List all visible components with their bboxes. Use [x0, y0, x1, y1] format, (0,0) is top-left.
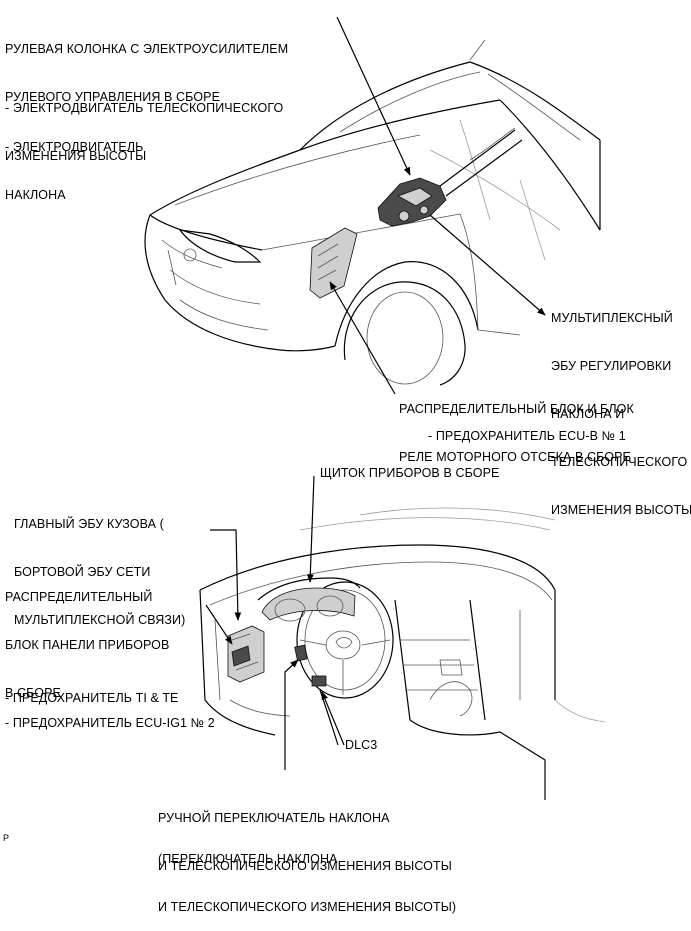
dlc3-part — [311, 675, 327, 687]
label-line: НАКЛОНА И — [551, 407, 625, 421]
label-line: РУЧНОЙ ПЕРЕКЛЮЧАТЕЛЬ НАКЛОНА — [158, 811, 390, 825]
manual-switch-part — [294, 644, 308, 662]
label-line: В СБОРЕ — [5, 686, 61, 700]
label-line: МУЛЬТИПЛЕКСНОЙ СВЯЗИ) — [14, 613, 186, 627]
car-front-illustration — [144, 39, 601, 386]
combination-meter-part — [257, 577, 361, 622]
label-fuse-ti-te: - ПРЕДОХРАНИТЕЛЬ TI & TE — [5, 691, 179, 705]
label-line: - ЭЛЕКТРОДВИГАТЕЛЬ ТЕЛЕСКОПИЧЕСКОГО — [5, 101, 284, 115]
top-leaders — [329, 16, 546, 395]
label-line: (ПЕРЕКЛЮЧАТЕЛЬ НАКЛОНА — [158, 852, 338, 866]
label-fuse-ecu-ig1: - ПРЕДОХРАНИТЕЛЬ ECU-IG1 № 2 — [5, 716, 215, 730]
corner-mark: P — [3, 833, 10, 843]
diagram-artwork — [144, 16, 606, 800]
label-dlc3: DLC3 — [345, 738, 378, 752]
label-line: ТЕЛЕСКОПИЧЕСКОГО — [551, 455, 688, 469]
label-line: БОРТОВОЙ ЭБУ СЕТИ — [14, 565, 151, 579]
label-main-body-ecu: ГЛАВНЫЙ ЭБУ КУЗОВА ( БОРТОВОЙ ЭБУ СЕТИ М… — [14, 484, 185, 644]
label-line: И ТЕЛЕСКОПИЧЕСКОГО ИЗМЕНЕНИЯ ВЫСОТЫ) — [158, 900, 457, 914]
label-line: ИЗМЕНЕНИЯ ВЫСОТЫ — [551, 503, 691, 517]
label-steering-column: РУЛЕВАЯ КОЛОНКА С ЭЛЕКТРОУСИЛИТЕЛЕМ РУЛЕ… — [5, 9, 288, 121]
label-instrument-panel-jb: РАСПРЕДЕЛИТЕЛЬНЫЙ БЛОК ПАНЕЛИ ПРИБОРОВ В… — [5, 557, 169, 717]
label-line: НАКЛОНА — [5, 188, 66, 202]
label-line: РЕЛЕ МОТОРНОГО ОТСЕКА В СБОРЕ — [399, 450, 631, 464]
label-line: РАСПРЕДЕЛИТЕЛЬНЫЙ БЛОК И БЛОК — [399, 402, 634, 416]
label-line: БЛОК ПАНЕЛИ ПРИБОРОВ — [5, 638, 170, 652]
instrument-panel-jb-part — [227, 625, 265, 683]
label-line: МУЛЬТИПЛЕКСНЫЙ — [551, 311, 673, 325]
steering-column-part — [377, 127, 523, 227]
label-line: ЭБУ РЕГУЛИРОВКИ — [551, 359, 672, 373]
label-tilt-tele-ecu: МУЛЬТИПЛЕКСНЫЙ ЭБУ РЕГУЛИРОВКИ НАКЛОНА И… — [551, 278, 691, 534]
label-line: ИЗМЕНЕНИЯ ВЫСОТЫ — [5, 149, 147, 163]
label-line: РУЛЕВАЯ КОЛОНКА С ЭЛЕКТРОУСИЛИТЕЛЕМ — [5, 42, 289, 56]
bottom-leaders — [205, 475, 345, 770]
label-line: РУЛЕВОГО УПРАВЛЕНИЯ В СБОРЕ — [5, 90, 221, 104]
dashboard-illustration — [199, 507, 606, 800]
label-line: РАСПРЕДЕЛИТЕЛЬНЫЙ — [5, 590, 153, 604]
label-line: ГЛАВНЫЙ ЭБУ КУЗОВА ( — [14, 517, 164, 531]
label-engine-relay-block: РАСПРЕДЕЛИТЕЛЬНЫЙ БЛОК И БЛОК РЕЛЕ МОТОР… — [399, 369, 634, 481]
engine-relay-block-part — [309, 227, 358, 299]
label-telescopic-motor: - ЭЛЕКТРОДВИГАТЕЛЬ ТЕЛЕСКОПИЧЕСКОГО ИЗМЕ… — [5, 68, 283, 180]
label-fuse-ecu-b: - ПРЕДОХРАНИТЕЛЬ ECU-B № 1 — [428, 429, 626, 443]
label-tilt-motor: - ЭЛЕКТРОДВИГАТЕЛЬ НАКЛОНА — [5, 107, 143, 219]
label-switch-alias: (ПЕРЕКЛЮЧАТЕЛЬ НАКЛОНА И ТЕЛЕСКОПИЧЕСКОГ… — [158, 819, 456, 931]
label-combination-meter: ЩИТОК ПРИБОРОВ В СБОРЕ — [320, 466, 500, 480]
label-line: - ЭЛЕКТРОДВИГАТЕЛЬ — [5, 140, 144, 154]
